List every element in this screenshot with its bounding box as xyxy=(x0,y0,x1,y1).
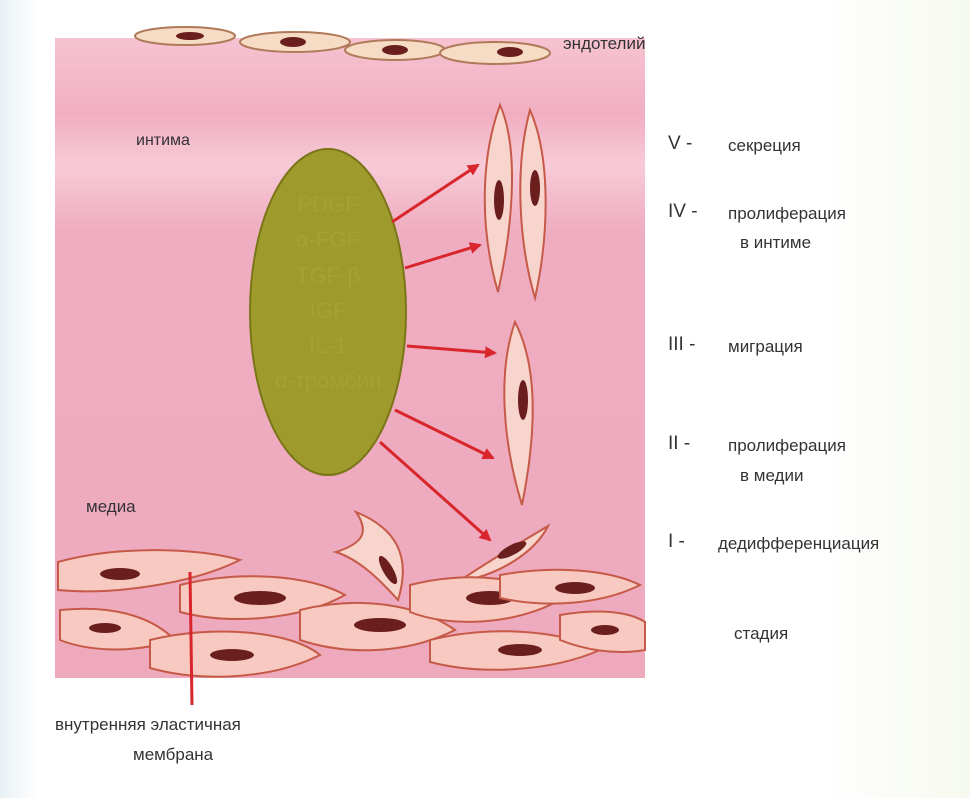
factor-label: IL-1 xyxy=(309,333,347,358)
label-membrane-line1: внутренняя эластичная xyxy=(55,715,241,735)
membrane-pointer-line xyxy=(190,572,192,705)
factor-label: α-тромбин xyxy=(275,368,382,393)
stage-number: III - xyxy=(668,334,695,356)
label-endothelium: эндотелий xyxy=(563,34,645,54)
stage-text: дедифференциация xyxy=(718,531,879,557)
cell-nucleus xyxy=(234,591,286,605)
cell-nucleus xyxy=(354,618,406,632)
cell-nucleus xyxy=(494,180,504,220)
stage-text: миграция xyxy=(728,334,803,360)
label-media: медиа xyxy=(86,497,136,517)
cell-nucleus xyxy=(210,649,254,661)
endothelial-nucleus xyxy=(176,32,204,40)
stage-text-line2: в интиме xyxy=(740,230,811,256)
label-intima: интима xyxy=(136,132,190,150)
label-stage-caption: стадия xyxy=(734,624,788,644)
cell-nucleus xyxy=(591,625,619,635)
cell-nucleus xyxy=(89,623,121,633)
factor-label: PDGF xyxy=(297,192,358,217)
stage-text: секреция xyxy=(728,133,801,159)
stage-number: II - xyxy=(668,433,690,455)
cell-nucleus xyxy=(530,170,540,206)
label-membrane-line2: мембрана xyxy=(133,745,213,765)
endothelial-nucleus xyxy=(497,47,523,57)
endothelial-nucleus xyxy=(280,37,306,47)
stage-number: I - xyxy=(668,531,685,553)
cell-nucleus xyxy=(100,568,140,580)
stage-text-line2: в медии xyxy=(740,463,803,489)
stage-text: пролиферация xyxy=(728,201,846,227)
stage-text: пролиферация xyxy=(728,433,846,459)
cell-nucleus xyxy=(498,644,542,656)
stage-number: IV - xyxy=(668,201,698,223)
stage-number: V - xyxy=(668,133,692,155)
factor-label: TGF-β xyxy=(296,263,360,288)
factor-label: IGF xyxy=(310,298,347,323)
endothelial-nucleus xyxy=(382,45,408,55)
cell-nucleus xyxy=(518,380,528,420)
endothelial-cell xyxy=(440,42,550,64)
factor-label: α-FGF xyxy=(296,227,360,252)
cell-nucleus xyxy=(555,582,595,594)
